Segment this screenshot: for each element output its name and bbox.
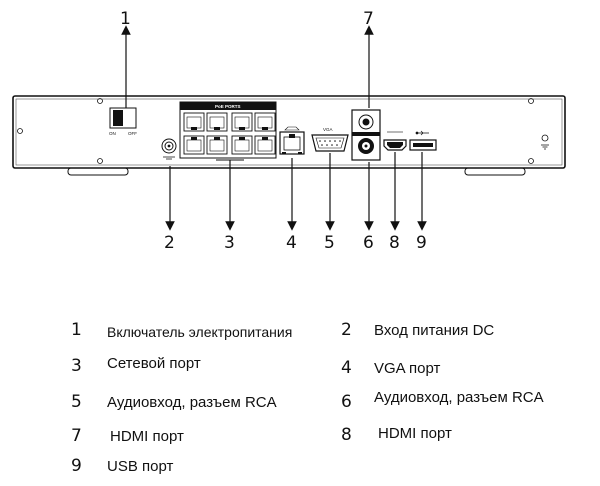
right-foot <box>464 167 526 176</box>
usb-port <box>409 130 437 151</box>
callout-6: 6 <box>363 233 374 253</box>
hdmi-port <box>383 131 407 151</box>
left-foot <box>67 167 129 176</box>
callout-5: 5 <box>324 233 335 253</box>
legend-num-2: 2 <box>341 320 352 340</box>
callout-9: 9 <box>416 233 427 253</box>
legend-num-3: 3 <box>71 356 82 376</box>
legend-text-3: Сетевой порт <box>107 355 201 372</box>
poe-port <box>206 112 228 132</box>
legend-text-1: Включатель электропитания <box>107 324 293 340</box>
poe-port-block: PoE PORTS <box>179 101 277 159</box>
callout-7: 7 <box>363 9 374 29</box>
legend-text-2: Вход питания DC <box>374 322 495 339</box>
callout-1: 1 <box>120 9 131 29</box>
poe-port <box>183 135 205 155</box>
legend-text-8: HDMI порт <box>378 425 452 442</box>
legend-text-5: Аудиовход, разъем RCA <box>107 394 277 411</box>
dc-power-input <box>161 138 177 160</box>
poe-port <box>254 135 276 155</box>
callout-lines <box>121 25 427 231</box>
callout-8: 8 <box>389 233 400 253</box>
legend-text-7: HDMI порт <box>110 428 184 445</box>
rear-panel-diagram: ON OFF PoE PORTS VGA <box>12 9 566 253</box>
legend-num-4: 4 <box>341 358 352 378</box>
switch-off-label: OFF <box>128 131 137 136</box>
poe-port <box>206 135 228 155</box>
legend-text-6: Аудиовход, разъем RCA <box>374 389 544 406</box>
legend-text-9: USB порт <box>107 458 174 475</box>
vga-label: VGA <box>323 127 333 132</box>
callout-4: 4 <box>286 233 297 253</box>
poe-port <box>254 112 276 132</box>
power-switch: ON OFF <box>109 107 137 136</box>
callout-3: 3 <box>224 233 235 253</box>
legend-num-5: 5 <box>71 392 82 412</box>
poe-port <box>183 112 205 132</box>
callout-2: 2 <box>164 233 175 253</box>
legend-num-8: 8 <box>341 425 352 445</box>
ground-terminal-icon <box>541 134 549 150</box>
audio-block <box>351 109 381 161</box>
legend-text-4: VGA порт <box>374 360 441 377</box>
usb-icon <box>415 130 429 136</box>
switch-on-label: ON <box>109 131 116 136</box>
screw-icon <box>17 98 534 164</box>
poe-port <box>231 135 253 155</box>
legend-num-7: 7 <box>71 426 82 446</box>
legend-num-6: 6 <box>341 392 352 412</box>
chassis-inner <box>15 98 563 166</box>
poe-ports-label: PoE PORTS <box>215 104 241 109</box>
poe-port <box>231 112 253 132</box>
legend-num-9: 9 <box>71 456 82 476</box>
legend-num-1: 1 <box>71 320 82 340</box>
vga-port: VGA <box>311 127 349 152</box>
network-port <box>279 126 305 155</box>
